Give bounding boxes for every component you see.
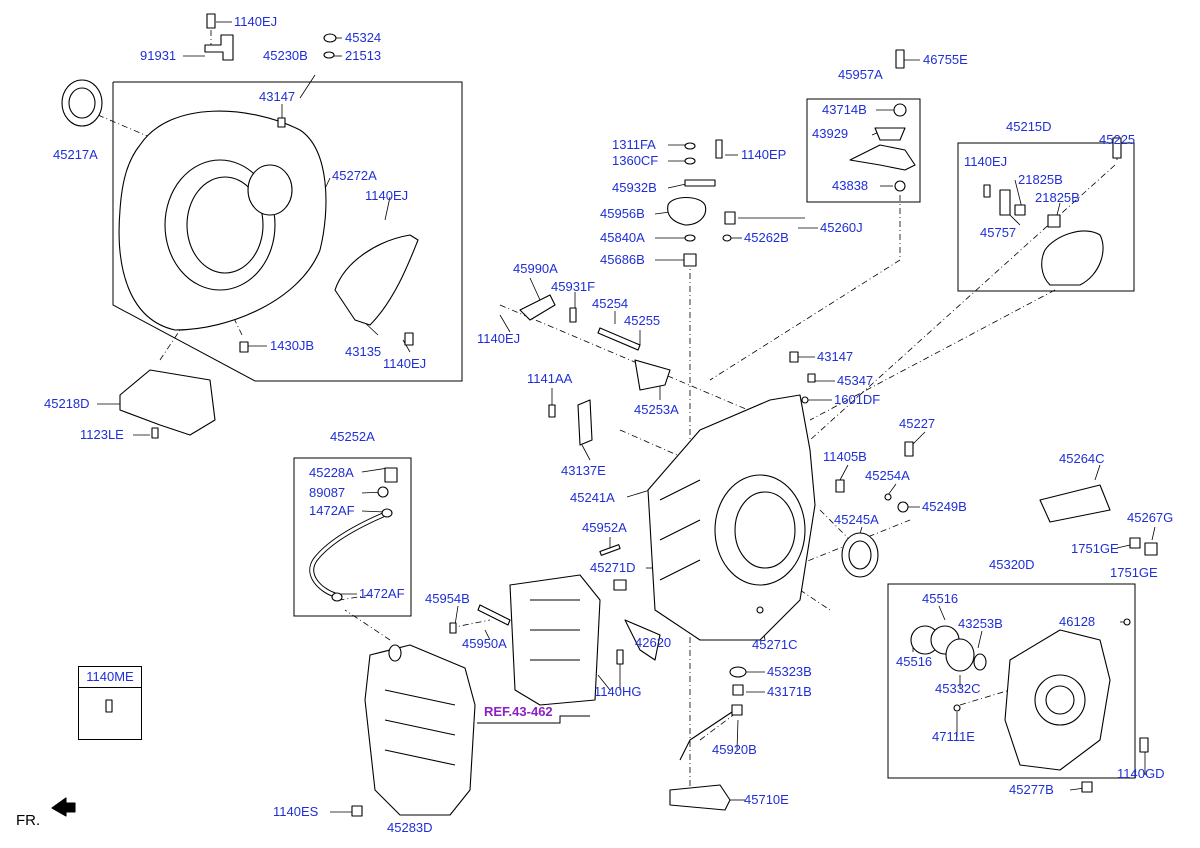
part-label-45253A[interactable]: 45253A	[634, 402, 679, 417]
part-label-45230B[interactable]: 45230B	[263, 48, 308, 63]
part-label-43137E[interactable]: 43137E	[561, 463, 606, 478]
part-label-45262B[interactable]: 45262B	[744, 230, 789, 245]
part-label-45252A[interactable]: 45252A	[330, 429, 375, 444]
part-label-45332C[interactable]: 45332C	[935, 681, 981, 696]
part-label-45950A[interactable]: 45950A	[462, 636, 507, 651]
ref-frame	[477, 715, 590, 724]
part-label-45757[interactable]: 45757	[980, 225, 1017, 240]
part-label-45840A[interactable]: 45840A	[600, 230, 645, 245]
part-label-45686B[interactable]: 45686B	[600, 252, 645, 267]
part-label-43135[interactable]: 43135	[345, 344, 382, 359]
part-label-45271D[interactable]: 45271D	[590, 560, 636, 575]
legend-part-box	[78, 687, 142, 740]
part-label-1311FA[interactable]: 1311FA	[612, 137, 656, 152]
part-label-21825B-b[interactable]: 21825B	[1035, 190, 1080, 205]
part-label-45218D[interactable]: 45218D	[44, 396, 90, 411]
part-label-1141AA[interactable]: 1141AA	[527, 371, 573, 386]
part-label-43147-a[interactable]: 43147	[259, 89, 296, 104]
part-label-11405B[interactable]: 11405B	[823, 449, 867, 464]
part-label-1140ES[interactable]: 1140ES	[273, 804, 319, 819]
part-label-91931[interactable]: 91931	[140, 48, 177, 63]
group-frame-45215D	[957, 142, 1135, 292]
part-label-45990A[interactable]: 45990A	[513, 261, 558, 276]
part-label-45254A[interactable]: 45254A	[865, 468, 910, 483]
part-label-45255[interactable]: 45255	[624, 313, 661, 328]
part-label-1123LE[interactable]: 1123LE	[80, 427, 124, 442]
front-direction-label: FR.	[16, 812, 41, 829]
part-label-21513[interactable]: 21513	[345, 48, 382, 63]
part-label-45267G[interactable]: 45267G	[1127, 510, 1174, 525]
part-label-1140EJ-d[interactable]: 1140EJ	[964, 154, 1008, 169]
part-label-45710E[interactable]: 45710E	[744, 792, 789, 807]
part-label-45283D[interactable]: 45283D	[387, 820, 433, 835]
part-label-45227[interactable]: 45227	[899, 416, 936, 431]
part-label-45932B[interactable]: 45932B	[612, 180, 657, 195]
part-label-45271C[interactable]: 45271C	[752, 637, 798, 652]
part-label-45323B[interactable]: 45323B	[767, 664, 812, 679]
part-label-45277B[interactable]: 45277B	[1009, 782, 1054, 797]
group-frame-45230B	[112, 81, 463, 382]
part-label-45215D[interactable]: 45215D	[1006, 119, 1052, 134]
part-label-1140EJ-b[interactable]: 1140EJ	[365, 188, 409, 203]
part-label-1140EJ-e[interactable]: 1140EJ	[477, 331, 521, 346]
part-label-45920B[interactable]: 45920B	[712, 742, 757, 757]
group-frame-45320D	[887, 583, 1136, 779]
part-label-45347[interactable]: 45347	[837, 373, 874, 388]
part-label-45225[interactable]: 45225	[1099, 132, 1136, 147]
part-label-1430JB[interactable]: 1430JB	[270, 338, 315, 353]
part-label-43171B[interactable]: 43171B	[767, 684, 812, 699]
part-label-43838[interactable]: 43838	[832, 178, 869, 193]
part-label-45241A[interactable]: 45241A	[570, 490, 615, 505]
part-label-45260J[interactable]: 45260J	[820, 220, 863, 235]
part-label-43714B[interactable]: 43714B	[822, 102, 867, 117]
part-label-45217A[interactable]: 45217A	[53, 147, 98, 162]
part-label-1472AF-a[interactable]: 1472AF	[309, 503, 355, 518]
part-label-1140EJ-c[interactable]: 1140EJ	[383, 356, 427, 371]
part-label-1140GD[interactable]: 1140GD	[1117, 766, 1165, 781]
part-label-1601DF[interactable]: 1601DF	[834, 392, 881, 407]
part-label-46128[interactable]: 46128	[1059, 614, 1096, 629]
part-label-45516-a[interactable]: 45516	[922, 591, 959, 606]
part-label-45245A[interactable]: 45245A	[834, 512, 879, 527]
part-label-45228A[interactable]: 45228A	[309, 465, 354, 480]
group-frame-45957A	[806, 98, 921, 203]
part-label-45272A[interactable]: 45272A	[332, 168, 377, 183]
part-label-43147-b[interactable]: 43147	[817, 349, 854, 364]
part-label-45249B[interactable]: 45249B	[922, 499, 967, 514]
part-label-1751GE-a[interactable]: 1751GE	[1071, 541, 1119, 556]
part-label-1140HG[interactable]: 1140HG	[594, 684, 642, 699]
part-label-43929[interactable]: 43929	[812, 126, 849, 141]
part-label-45264C[interactable]: 45264C	[1059, 451, 1105, 466]
part-label-89087[interactable]: 89087	[309, 485, 346, 500]
part-label-1751GE-b[interactable]: 1751GE	[1110, 565, 1158, 580]
part-label-45516-b[interactable]: 45516	[896, 654, 933, 669]
part-label-45254[interactable]: 45254	[592, 296, 629, 311]
part-label-45324[interactable]: 45324	[345, 30, 382, 45]
group-frame-45252A	[293, 457, 412, 617]
reference-link[interactable]: REF.43-462	[484, 704, 553, 719]
part-label-21825B-a[interactable]: 21825B	[1018, 172, 1063, 187]
part-label-1360CF[interactable]: 1360CF	[612, 153, 659, 168]
part-label-45952A[interactable]: 45952A	[582, 520, 627, 535]
part-label-45320D[interactable]: 45320D	[989, 557, 1035, 572]
part-label-47111E[interactable]: 47111E	[932, 729, 975, 744]
part-label-45931F[interactable]: 45931F	[551, 279, 596, 294]
part-label-43253B[interactable]: 43253B	[958, 616, 1003, 631]
part-label-1140EJ-top[interactable]: 1140EJ	[234, 14, 278, 29]
part-label-1472AF-b[interactable]: 1472AF	[359, 586, 405, 601]
part-label-45956B[interactable]: 45956B	[600, 206, 645, 221]
part-label-42620[interactable]: 42620	[635, 635, 672, 650]
legend-part-header[interactable]: 1140ME	[78, 666, 142, 688]
part-label-1140EP[interactable]: 1140EP	[741, 147, 787, 162]
part-label-45954B[interactable]: 45954B	[425, 591, 470, 606]
part-label-46755E[interactable]: 46755E	[923, 52, 968, 67]
part-label-45957A[interactable]: 45957A	[838, 67, 883, 82]
